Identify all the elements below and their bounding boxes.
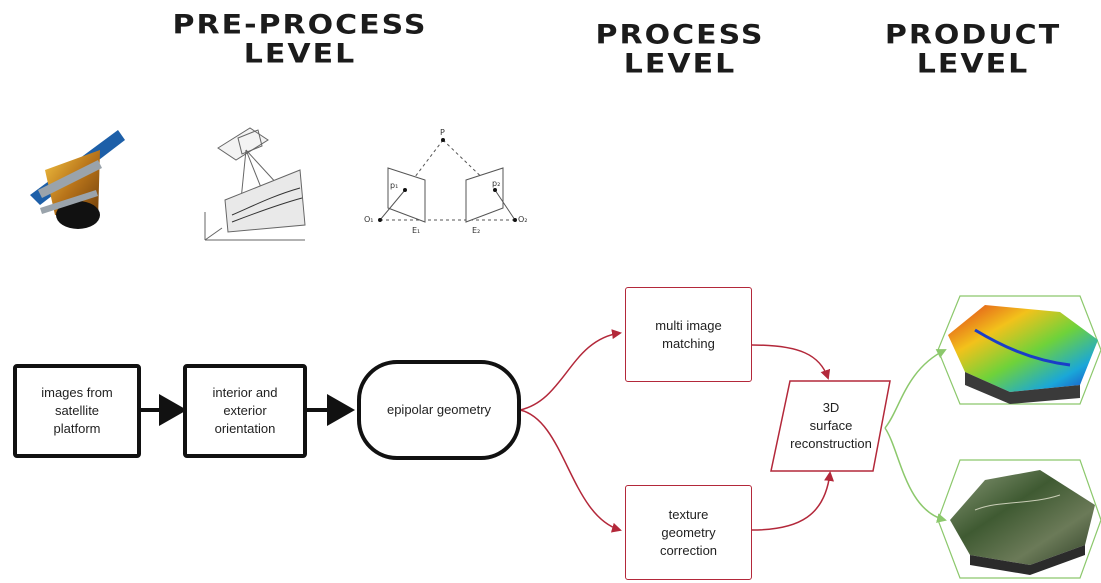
heading-pre-process-line1: PRE-PROCESS xyxy=(172,9,428,41)
sketch-label-o2: O₂ xyxy=(518,215,528,224)
heading-process-line2: LEVEL xyxy=(623,48,737,80)
heading-product: PRODUCT LEVEL xyxy=(868,21,1078,79)
node-texture-label: texture geometry correction xyxy=(659,506,718,558)
surface-reconstruction-shape xyxy=(770,380,891,472)
node-epipolar-label: epipolar geometry xyxy=(386,402,492,417)
heading-pre-process: PRE-PROCESS LEVEL xyxy=(150,11,450,69)
sketch-label-e2: E₂ xyxy=(472,226,480,235)
sketch-label-p1: p₁ xyxy=(390,181,398,190)
arrow-surface-to-dem xyxy=(884,349,947,429)
sketch-label-e1: E₁ xyxy=(412,226,420,235)
dem-frame xyxy=(937,295,1101,405)
sketch-label-o1: O₁ xyxy=(364,215,374,224)
node-multi-image-label: multi image matching xyxy=(655,317,722,351)
sensor-geometry-sketch xyxy=(204,127,306,241)
node-interior-exterior-orientation[interactable]: interior and exterior orientation xyxy=(183,364,307,458)
node-texture-geometry-correction[interactable]: texture geometry correction xyxy=(625,485,752,580)
dem-height-map xyxy=(948,305,1098,404)
node-images-from-satellite-label: images from satellite platform xyxy=(41,385,113,436)
arrow-surface-to-terrain xyxy=(884,427,947,523)
terrain-frame xyxy=(937,459,1101,579)
textured-terrain-model xyxy=(950,470,1095,575)
satellite-icon xyxy=(30,130,125,229)
node-images-from-satellite[interactable]: images from satellite platform xyxy=(13,364,141,458)
arrow-texture-to-surface xyxy=(751,471,835,531)
node-multi-image-matching[interactable]: multi image matching xyxy=(625,287,752,382)
sketch-label-p2: p₂ xyxy=(492,179,500,188)
heading-process-line1: PROCESS xyxy=(595,19,765,51)
arrow-epipolar-to-matching xyxy=(519,329,622,411)
heading-pre-process-line2: LEVEL xyxy=(243,38,357,70)
node-surface-label: 3D surface reconstruction xyxy=(790,400,872,451)
node-epipolar-geometry[interactable]: epipolar geometry xyxy=(357,360,521,460)
sketch-label-p: P xyxy=(440,128,445,137)
heading-product-line2: LEVEL xyxy=(916,48,1030,80)
arrow-epipolar-to-texture xyxy=(519,409,622,533)
arrow-matching-to-surface xyxy=(751,344,831,380)
heading-product-line1: PRODUCT xyxy=(884,19,1062,51)
node-3d-surface-reconstruction[interactable]: 3D surface reconstruction xyxy=(775,381,887,471)
node-interior-exterior-label: interior and exterior orientation xyxy=(212,385,278,436)
epipolar-geometry-sketch xyxy=(378,138,517,223)
heading-process: PROCESS LEVEL xyxy=(580,21,780,79)
